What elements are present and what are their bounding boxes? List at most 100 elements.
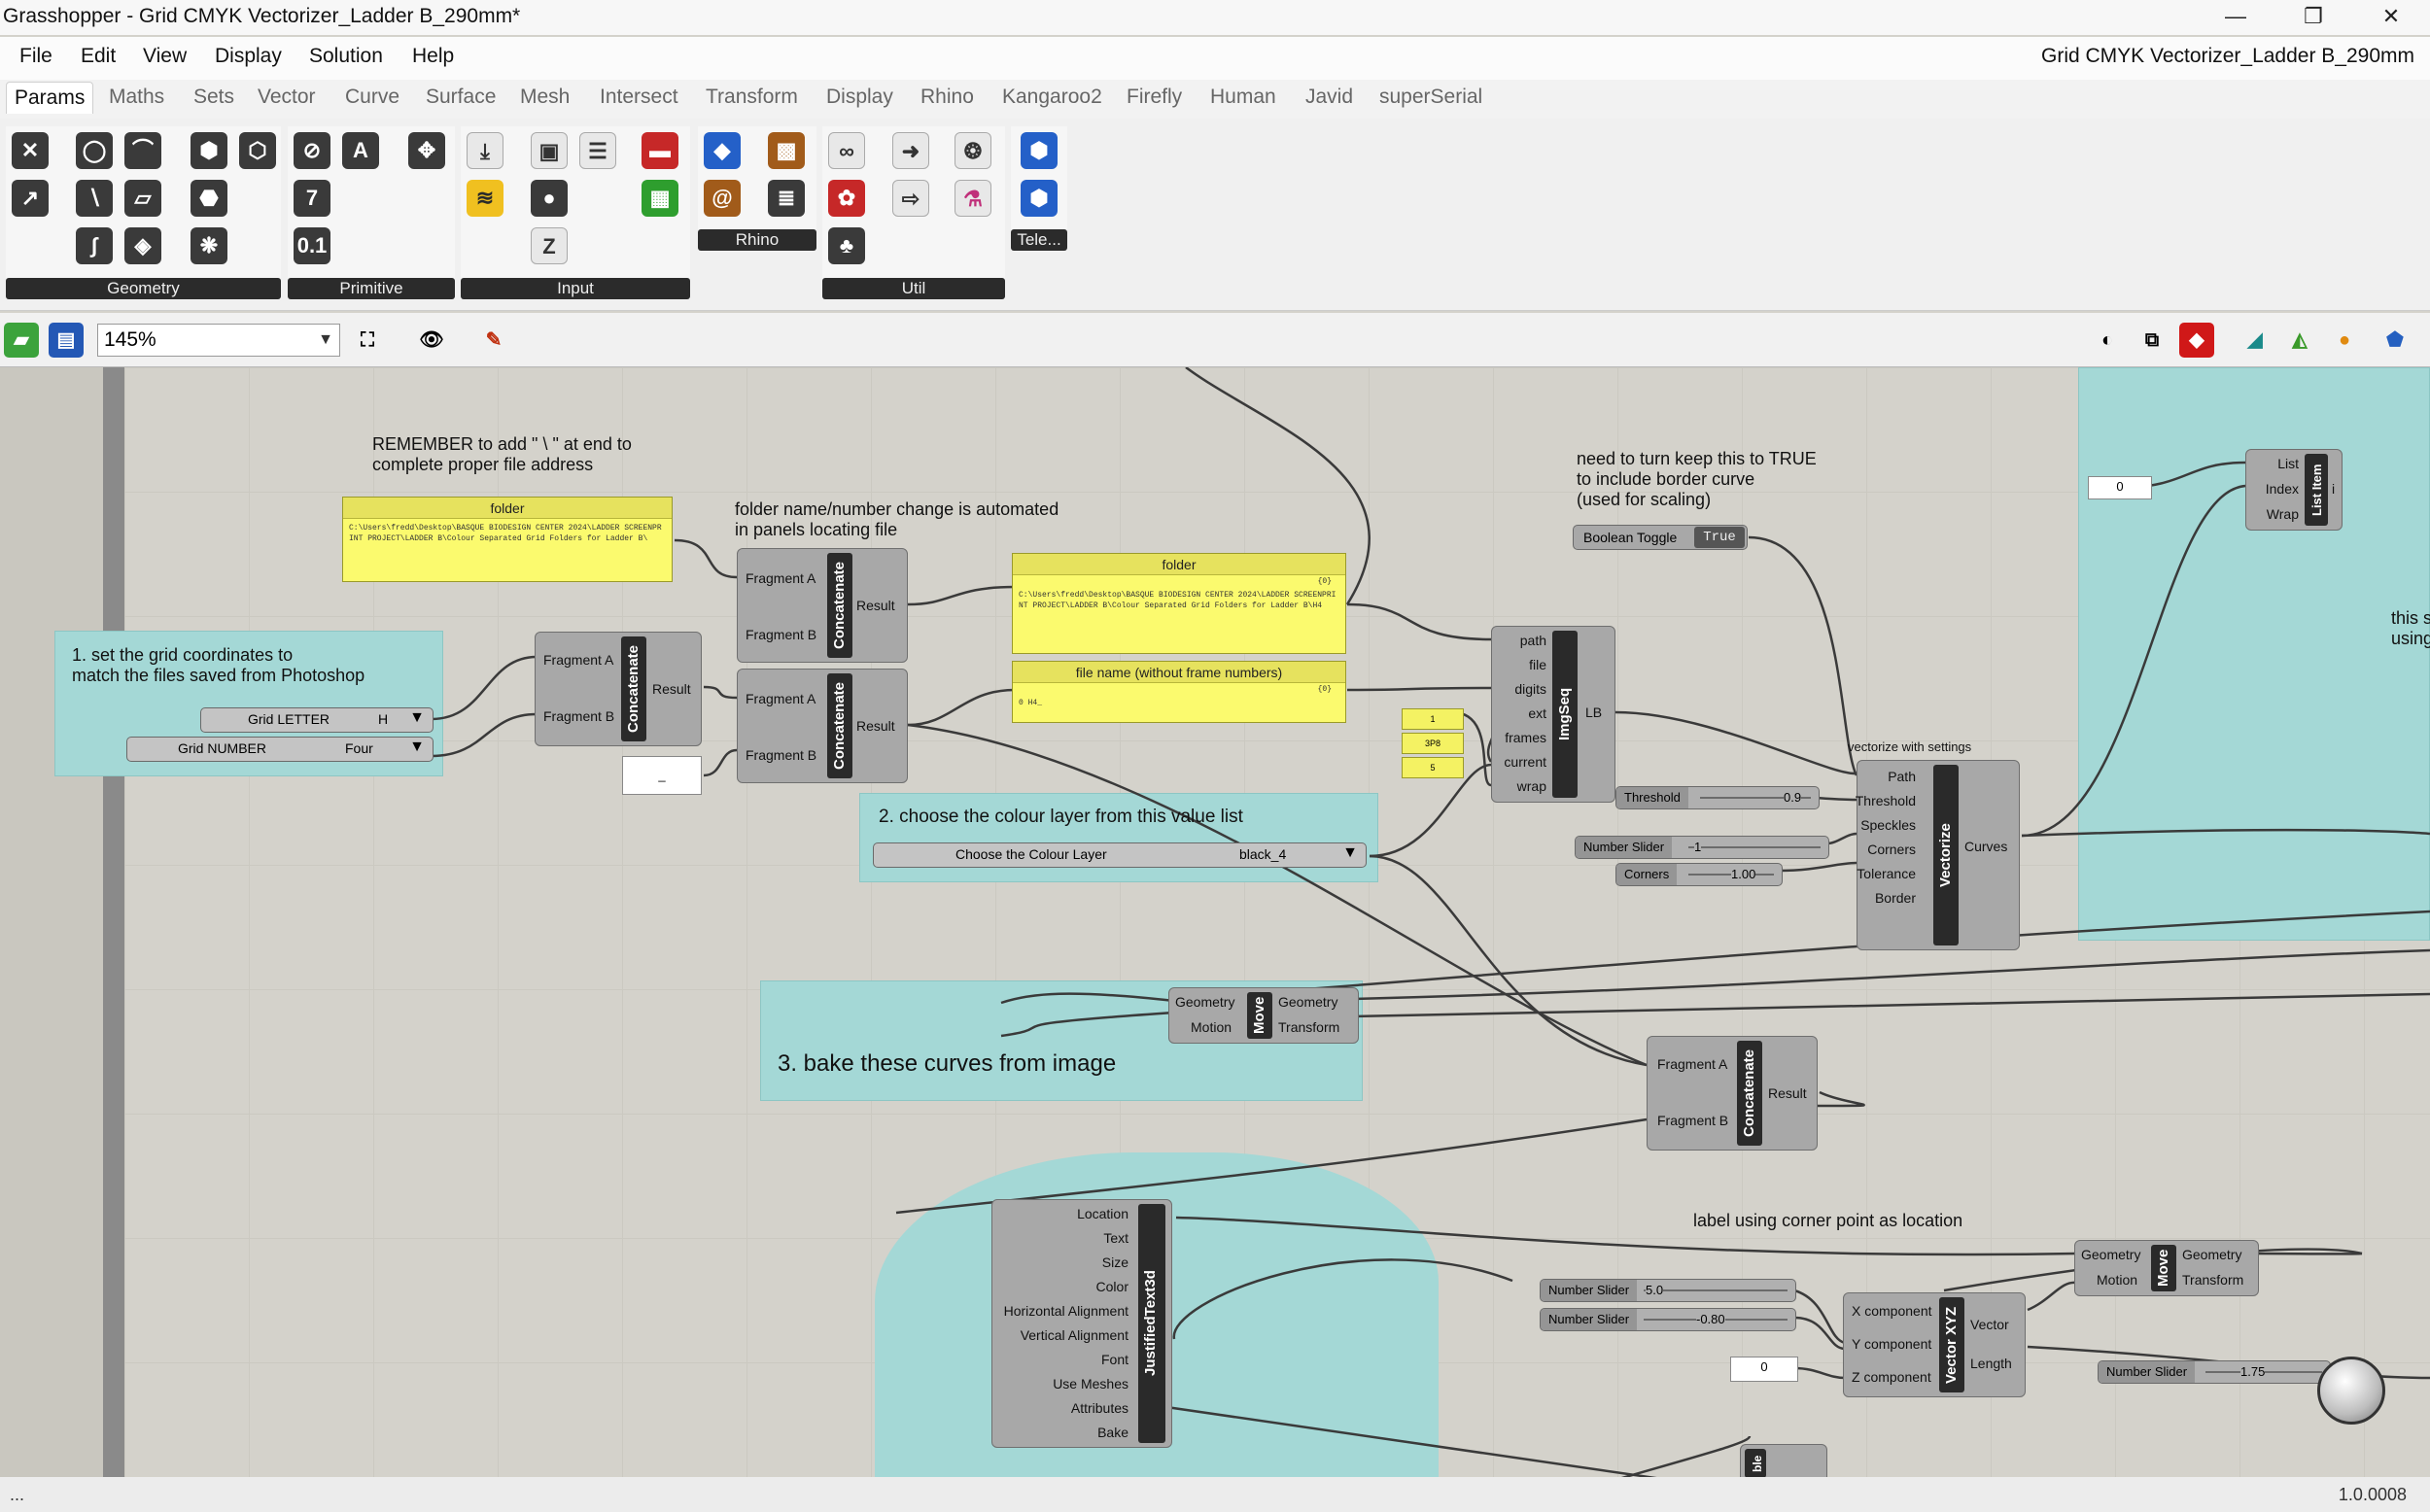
- zoom-extents-icon[interactable]: ⛶: [361, 329, 374, 351]
- dropdown-arrow-icon[interactable]: ▼: [409, 709, 425, 726]
- input-list[interactable]: List: [2277, 456, 2299, 471]
- download-icon[interactable]: ⤓: [467, 132, 503, 169]
- input-size[interactable]: Size: [1101, 1254, 1128, 1270]
- input-attributes[interactable]: Attributes: [1070, 1400, 1128, 1416]
- input-use-meshes[interactable]: Use Meshes: [1053, 1376, 1128, 1392]
- input-fragment-a[interactable]: Fragment A: [543, 652, 614, 668]
- menu-help[interactable]: Help: [412, 45, 455, 67]
- plane-param-icon[interactable]: ▱: [124, 180, 161, 217]
- value-list-grid-number[interactable]: Grid NUMBER Four ▼: [126, 737, 434, 762]
- boolean-toggle[interactable]: Boolean Toggle True: [1573, 525, 1748, 550]
- value-list-icon[interactable]: ☰: [579, 132, 616, 169]
- menu-solution[interactable]: Solution: [309, 45, 383, 67]
- input-horizontal-alignment[interactable]: Horizontal Alignment: [1003, 1303, 1128, 1319]
- input-index[interactable]: Index: [2265, 481, 2299, 497]
- input-threshold[interactable]: Threshold: [1855, 793, 1916, 808]
- input-color[interactable]: Color: [1095, 1279, 1128, 1294]
- value-list-colour-layer[interactable]: Choose the Colour Layer black_4 ▼: [873, 842, 1367, 868]
- input-motion[interactable]: Motion: [1191, 1019, 1232, 1035]
- menu-file[interactable]: File: [19, 45, 52, 67]
- tab-maths[interactable]: Maths: [109, 86, 165, 108]
- panel-underscore[interactable]: _: [622, 756, 702, 795]
- tab-curve[interactable]: Curve: [345, 86, 400, 108]
- input-ext[interactable]: ext: [1528, 705, 1546, 721]
- output-length[interactable]: Length: [1970, 1356, 2012, 1371]
- preview-wire-icon[interactable]: ⧉: [2144, 329, 2160, 351]
- input-wrap[interactable]: wrap: [1516, 778, 1546, 794]
- menu-display[interactable]: Display: [215, 45, 282, 67]
- component-vector-xyz[interactable]: X component Y component Z component Vect…: [1843, 1292, 2026, 1397]
- rhino-grid-icon[interactable]: ▩: [768, 132, 805, 169]
- output-result[interactable]: Result: [1768, 1085, 1807, 1101]
- point-param-icon[interactable]: ◈: [124, 227, 161, 264]
- input-file[interactable]: file: [1529, 657, 1546, 672]
- component-move-1[interactable]: Geometry Motion Move Geometry Transform: [1168, 987, 1359, 1044]
- input-digits[interactable]: digits: [1514, 681, 1546, 697]
- tab-human[interactable]: Human: [1210, 86, 1276, 108]
- vector-param-icon[interactable]: ↗: [12, 180, 49, 217]
- output-vector[interactable]: Vector: [1970, 1317, 2009, 1332]
- tab-javid[interactable]: Javid: [1305, 86, 1354, 108]
- cherry-icon[interactable]: ✿: [828, 180, 865, 217]
- slider-value[interactable]: 1: [1694, 840, 1702, 854]
- tab-surface[interactable]: Surface: [426, 86, 497, 108]
- button-icon[interactable]: ▣: [531, 132, 568, 169]
- component-imgseq[interactable]: path file digits ext frames current wrap…: [1491, 626, 1615, 803]
- restore-button[interactable]: ❐: [2304, 4, 2323, 28]
- input-font[interactable]: Font: [1100, 1352, 1128, 1367]
- tab-transform[interactable]: Transform: [706, 86, 798, 108]
- tab-rhino[interactable]: Rhino: [920, 86, 974, 108]
- output-item[interactable]: i: [2332, 481, 2336, 497]
- toggle-value[interactable]: True: [1694, 527, 1745, 548]
- input-geometry[interactable]: Geometry: [1175, 994, 1235, 1010]
- component-move-2[interactable]: Geometry Motion Move Geometry Transform: [2074, 1240, 2259, 1296]
- dropdown-arrow-icon[interactable]: ▼: [1342, 844, 1358, 861]
- output-transform[interactable]: Transform: [1278, 1019, 1340, 1035]
- component-concatenate-2[interactable]: Fragment A Fragment B Concatenate Result: [737, 548, 908, 663]
- open-file-icon[interactable]: ▰: [4, 323, 39, 358]
- preview-shaded-icon[interactable]: ◆: [2179, 323, 2214, 358]
- colour-wheel-icon[interactable]: [2317, 1357, 2385, 1425]
- output-geometry[interactable]: Geometry: [1278, 994, 1338, 1010]
- panel-file-name[interactable]: file name (without frame numbers) {0} 0 …: [1012, 661, 1346, 723]
- sketch-pen-icon[interactable]: ✎: [485, 329, 503, 351]
- panel-frames[interactable]: 5: [1402, 757, 1464, 778]
- input-wrap[interactable]: Wrap: [2266, 506, 2299, 522]
- input-geometry[interactable]: Geometry: [2081, 1247, 2141, 1262]
- input-fragment-a[interactable]: Fragment A: [1657, 1056, 1728, 1072]
- input-tolerance[interactable]: Tolerance: [1857, 866, 1916, 881]
- colour-swatch-icon[interactable]: ●: [531, 180, 568, 217]
- component-concatenate-4[interactable]: Fragment A Fragment B Concatenate Result: [1647, 1036, 1818, 1151]
- input-location[interactable]: Location: [1077, 1206, 1128, 1221]
- input-text[interactable]: Text: [1103, 1230, 1128, 1246]
- component-list-item[interactable]: List Index Wrap List Item i: [2245, 449, 2343, 531]
- tree-icon[interactable]: ♣: [828, 227, 865, 264]
- flask-icon[interactable]: ⚗: [955, 180, 991, 217]
- line-param-icon[interactable]: ∖: [76, 180, 113, 217]
- panel-digits[interactable]: 1: [1402, 708, 1464, 730]
- tele-send-icon[interactable]: ⬢: [1021, 132, 1058, 169]
- tab-params[interactable]: Params: [6, 82, 94, 114]
- selected-only-icon[interactable]: ◢: [2247, 329, 2263, 351]
- slider-value[interactable]: -0.80: [1696, 1312, 1725, 1326]
- tab-mesh[interactable]: Mesh: [520, 86, 571, 108]
- input-fragment-a[interactable]: Fragment A: [746, 570, 816, 586]
- output-result[interactable]: Result: [652, 681, 691, 697]
- circle-param-icon[interactable]: ◯: [76, 132, 113, 169]
- tab-intersect[interactable]: Intersect: [600, 86, 678, 108]
- input-path[interactable]: Path: [1888, 769, 1916, 784]
- component-justified-text3d[interactable]: Location Text Size Color Horizontal Alig…: [991, 1199, 1172, 1448]
- panel-index-zero[interactable]: 0: [2088, 476, 2152, 499]
- menu-edit[interactable]: Edit: [81, 45, 117, 67]
- brep-param-icon[interactable]: ⬡: [239, 132, 276, 169]
- mesh-param-icon[interactable]: ❋: [191, 227, 227, 264]
- dropdown-arrow-icon[interactable]: ▼: [409, 739, 425, 755]
- gradient-icon[interactable]: ▬: [642, 132, 678, 169]
- arc-param-icon[interactable]: ⌒: [124, 132, 161, 169]
- balls-icon[interactable]: ❂: [955, 132, 991, 169]
- input-current[interactable]: current: [1504, 754, 1546, 770]
- component-partial-bottom[interactable]: ble: [1740, 1444, 1827, 1477]
- component-concatenate-1[interactable]: Fragment A Fragment B Concatenate Result: [535, 632, 702, 746]
- arrow-outline-icon[interactable]: ⇨: [892, 180, 929, 217]
- input-fragment-b[interactable]: Fragment B: [746, 627, 817, 642]
